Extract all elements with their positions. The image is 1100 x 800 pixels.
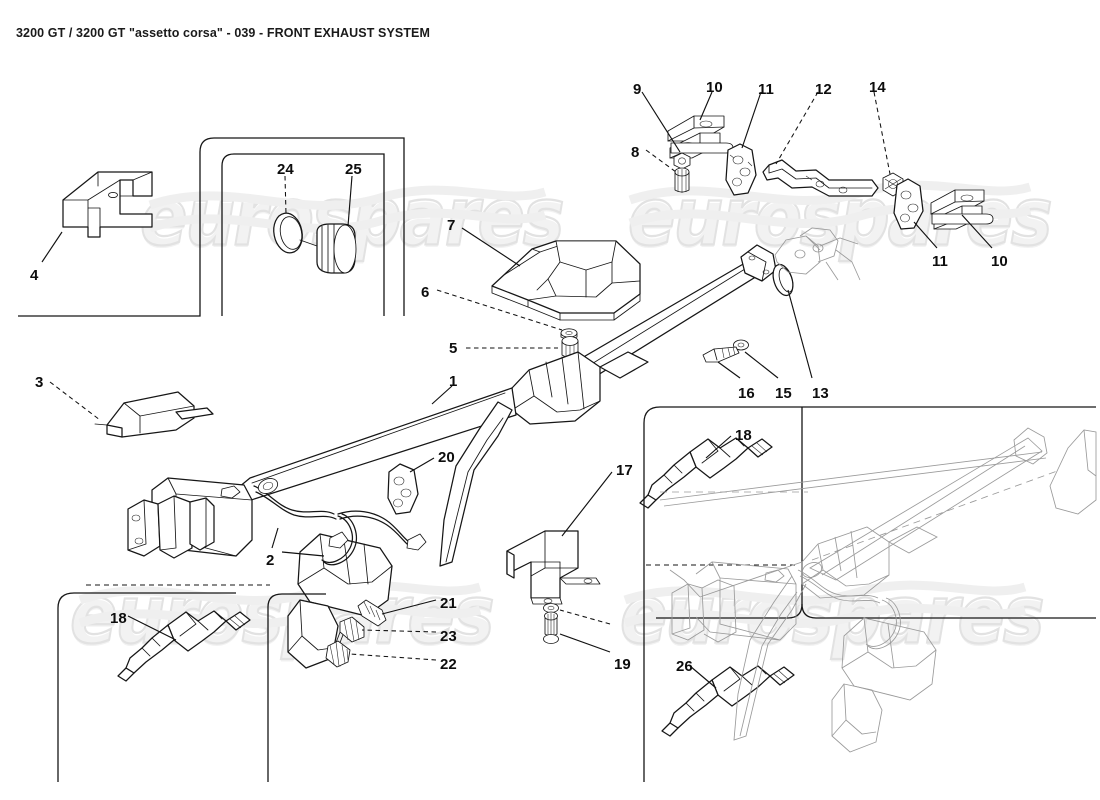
- callout-1[interactable]: 1: [449, 373, 458, 390]
- part-9-nut: [673, 152, 691, 170]
- page-title: 3200 GT / 3200 GT "assetto corsa" - 039 …: [16, 26, 431, 40]
- callout-26[interactable]: 26: [676, 658, 693, 675]
- callout-5[interactable]: 5: [449, 340, 458, 357]
- rear-silencer-left: [127, 477, 427, 669]
- callout-17[interactable]: 17: [616, 462, 633, 479]
- callout-9[interactable]: 9: [633, 81, 642, 98]
- callout-18-right[interactable]: 18: [735, 427, 752, 444]
- callout-25[interactable]: 25: [345, 161, 362, 178]
- part-25-plug-cap: [299, 223, 357, 274]
- part-13-gasket-ring: [772, 263, 794, 297]
- callout-10[interactable]: 10: [706, 79, 723, 96]
- part-18-lambda-sensor-left: [117, 610, 251, 682]
- part-23-spring: [339, 616, 365, 643]
- inset-frame-bottom-left: [57, 584, 326, 782]
- part-21-stud: [357, 599, 387, 627]
- part-7-heat-shield: [491, 240, 641, 321]
- part-22-nut: [325, 640, 351, 668]
- part-15-washer: [733, 339, 749, 351]
- callout-4[interactable]: 4: [30, 267, 39, 284]
- callout-22[interactable]: 22: [440, 656, 457, 673]
- callout-8[interactable]: 8: [631, 144, 640, 161]
- watermark-top-left: eurospares: [139, 169, 566, 266]
- callout-13[interactable]: 13: [812, 385, 829, 402]
- part-5-bolt: [561, 336, 579, 359]
- callout-19[interactable]: 19: [614, 656, 631, 673]
- part-19-bolt: [543, 611, 559, 644]
- part-1-front-exhaust-pipe: [232, 244, 777, 567]
- watermark-bottom-left: eurospares: [69, 567, 496, 664]
- part-10-bracket-plate-right: [930, 189, 994, 230]
- part-16-bolt: [702, 346, 740, 363]
- ghost-exhaust-assembly-right: [659, 427, 1097, 753]
- callout-24[interactable]: 24: [277, 161, 294, 178]
- callout-18-left[interactable]: 18: [110, 610, 127, 627]
- callout-11[interactable]: 11: [758, 81, 774, 98]
- part-8-bolt: [674, 167, 690, 193]
- callout-15[interactable]: 15: [775, 385, 792, 402]
- part-12-exhaust-hanger-rod: [762, 159, 879, 197]
- leader-lines: [41, 91, 993, 689]
- callout-10-right[interactable]: 10: [991, 253, 1008, 270]
- callout-11-right[interactable]: 11: [932, 253, 948, 270]
- inset-frame-right: [643, 406, 1096, 782]
- watermark-bottom-right: eurospares: [619, 567, 1046, 664]
- part-3-heat-shield-bracket: [94, 391, 214, 438]
- part-18-lambda-sensor-right: [639, 437, 773, 509]
- part-14-ball-joint: [882, 172, 904, 197]
- part-17-support-bracket: [506, 530, 601, 605]
- part-4-mounting-bracket: [62, 171, 153, 238]
- callout-2[interactable]: 2: [266, 552, 275, 569]
- callout-21[interactable]: 21: [440, 595, 457, 612]
- watermark-top-right: eurospares: [627, 169, 1054, 266]
- callout-16[interactable]: 16: [738, 385, 755, 402]
- part-11-rubber-mount-top: [725, 143, 757, 196]
- callout-14[interactable]: 14: [869, 79, 886, 96]
- part-24-sealing-ring: [273, 212, 303, 254]
- callout-3[interactable]: 3: [35, 374, 44, 391]
- callout-12[interactable]: 12: [815, 81, 832, 98]
- part-11-rubber-mount-right: [893, 178, 924, 230]
- part-26-lambda-sensor: [661, 665, 795, 737]
- callout-7[interactable]: 7: [447, 217, 456, 234]
- part-20-rubber-mount: [387, 463, 419, 515]
- part-10-bracket-plate-top: [667, 115, 734, 159]
- part-6-washer-lower: [543, 603, 559, 613]
- part-6-washer-upper: [560, 328, 578, 340]
- callout-20[interactable]: 20: [438, 449, 455, 466]
- ghost-hanger-assembly: [774, 227, 861, 281]
- callout-6[interactable]: 6: [421, 284, 430, 301]
- callout-23[interactable]: 23: [440, 628, 457, 645]
